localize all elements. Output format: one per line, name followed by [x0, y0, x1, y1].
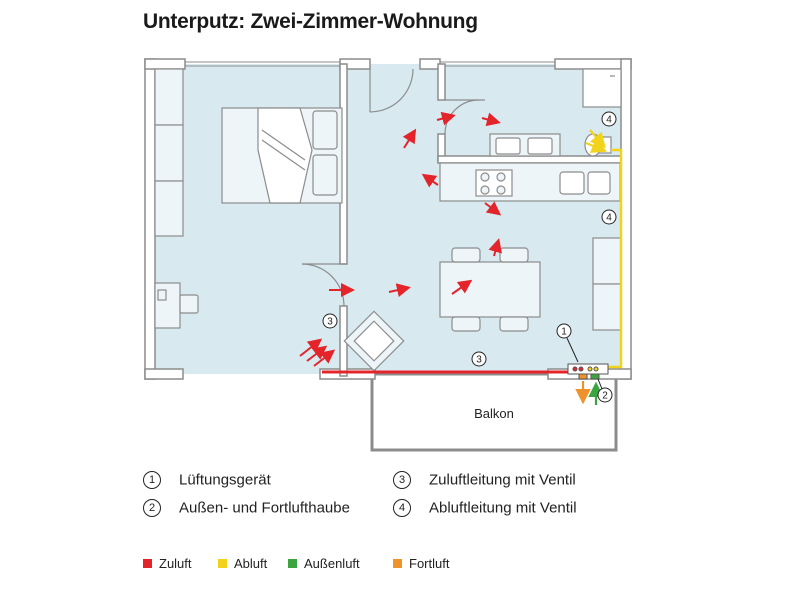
legend-number: 4 [393, 499, 411, 518]
zuluft-swatch [143, 559, 152, 568]
supply-air-arrows [299, 111, 502, 367]
svg-text:3: 3 [476, 355, 482, 366]
ventilation-unit [567, 363, 609, 380]
bed [221, 107, 343, 204]
callout-numbers: 3 3 1 2 4 4 [327, 115, 612, 402]
legend-number: 2 [143, 499, 161, 518]
color-key-aussenluft: Außenluft [288, 556, 360, 571]
kitchen [439, 162, 621, 202]
svg-text:4: 4 [606, 115, 612, 126]
desk [154, 282, 199, 329]
fortluft-swatch [393, 559, 402, 568]
diagram-title: Unterputz: Zwei-Zimmer-Wohnung [143, 10, 478, 33]
svg-text:2: 2 [602, 391, 608, 402]
doors [301, 68, 485, 307]
svg-text:3: 3 [327, 317, 333, 328]
color-key-abluft: Abluft [218, 556, 267, 571]
svg-text:4: 4 [606, 213, 612, 224]
legend-number: 1 [143, 471, 161, 490]
callouts [322, 111, 617, 403]
window-lines [185, 61, 555, 67]
shelf [592, 237, 622, 331]
svg-text:1: 1 [561, 327, 567, 338]
legend-number: 3 [393, 471, 411, 490]
balcony [370, 372, 618, 452]
aussenluft-swatch [288, 559, 297, 568]
color-key-zuluft: Zuluft [143, 556, 192, 571]
color-key-fortluft: Fortluft [393, 556, 449, 571]
balcony-label: Balkon [474, 406, 514, 421]
abluft-swatch [218, 559, 227, 568]
armchair [343, 310, 405, 372]
wardrobe [154, 68, 184, 237]
exhaust-air-arrows [585, 129, 608, 153]
